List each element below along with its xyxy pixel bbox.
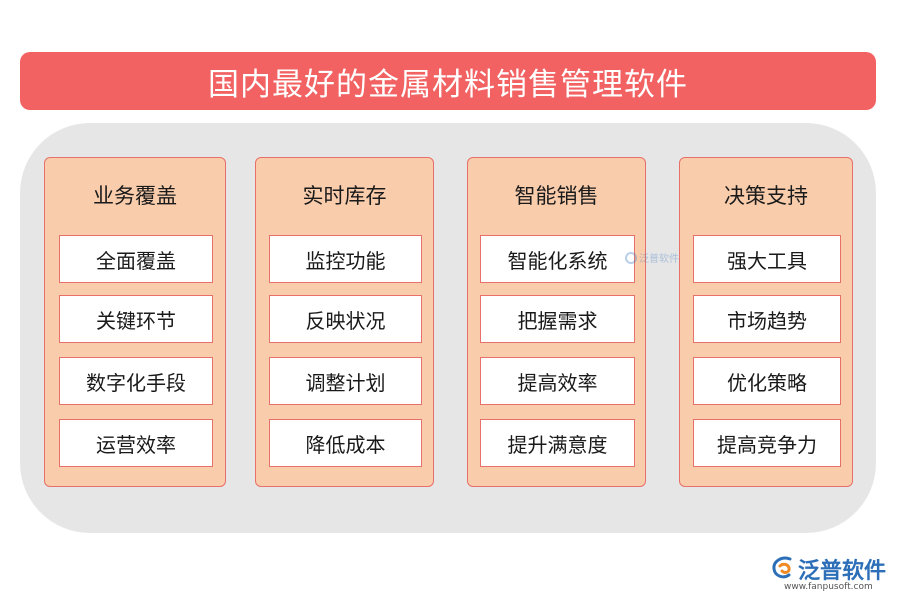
column-item: 把握需求 (480, 295, 635, 343)
column-item: 数字化手段 (59, 357, 213, 405)
column-item: 监控功能 (269, 235, 422, 283)
column-decision-support: 决策支持 强大工具 市场趋势 优化策略 提高竞争力 (679, 157, 853, 487)
column-business-coverage: 业务覆盖 全面覆盖 关键环节 数字化手段 运营效率 (44, 157, 226, 487)
column-item: 市场趋势 (693, 295, 841, 343)
column-item: 强大工具 (693, 235, 841, 283)
brand-logo: 泛普软件 www.fanpusoft.com (770, 553, 892, 593)
column-smart-sales: 智能销售 智能化系统 把握需求 提高效率 提升满意度 (467, 157, 646, 487)
column-item: 智能化系统 (480, 235, 635, 283)
column-item: 全面覆盖 (59, 235, 213, 283)
watermark: 泛普软件 (625, 250, 679, 265)
column-item: 降低成本 (269, 419, 422, 467)
column-item: 关键环节 (59, 295, 213, 343)
diagram-title: 国内最好的金属材料销售管理软件 (20, 52, 876, 110)
watermark-text: 泛普软件 (639, 254, 679, 265)
column-item: 提高竞争力 (693, 419, 841, 467)
column-item: 运营效率 (59, 419, 213, 467)
column-realtime-inventory: 实时库存 监控功能 反映状况 调整计划 降低成本 (255, 157, 434, 487)
column-item: 提升满意度 (480, 419, 635, 467)
column-heading: 实时库存 (302, 184, 387, 208)
logo-name: 泛普软件 (798, 559, 887, 584)
column-item: 调整计划 (269, 357, 422, 405)
column-item: 反映状况 (269, 295, 422, 343)
column-item: 提高效率 (480, 357, 635, 405)
column-heading: 决策支持 (724, 184, 808, 208)
column-item: 优化策略 (693, 357, 841, 405)
column-heading: 智能销售 (514, 184, 599, 208)
fanpu-logo-icon (772, 556, 792, 579)
logo-url: www.fanpusoft.com (784, 582, 873, 592)
column-heading: 业务覆盖 (93, 184, 177, 208)
watermark-logo-icon (625, 251, 637, 264)
